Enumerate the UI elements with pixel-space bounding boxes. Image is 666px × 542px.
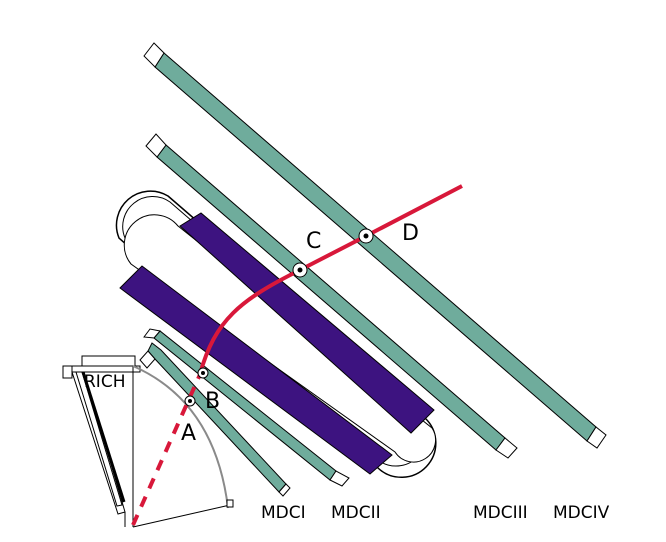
hit-marker-a (184, 395, 196, 407)
magnet-coil (115, 190, 437, 478)
mdc2-label: MDCII (331, 503, 381, 523)
mdc4-chamber (143, 42, 607, 449)
track-dashed-segment (131, 369, 204, 526)
point-label-c: C (306, 229, 321, 254)
hit-markers (184, 228, 374, 407)
mdc3-chamber (145, 133, 518, 459)
mdc2-chamber (143, 328, 350, 487)
point-label-a: A (181, 421, 196, 446)
rich-label: RICH (84, 372, 125, 392)
hit-marker-d (358, 228, 374, 244)
mdc3-label: MDCIII (473, 503, 528, 523)
rich-detector: RICH (62, 355, 234, 528)
point-label-b: B (205, 389, 220, 414)
mdc4-label: MDCIV (553, 503, 610, 523)
mdc1-label: MDCI (261, 503, 306, 523)
point-label-d: D (402, 221, 419, 246)
hit-marker-c (292, 262, 308, 278)
mdc1-chamber (139, 342, 291, 497)
hit-marker-b (197, 367, 209, 379)
